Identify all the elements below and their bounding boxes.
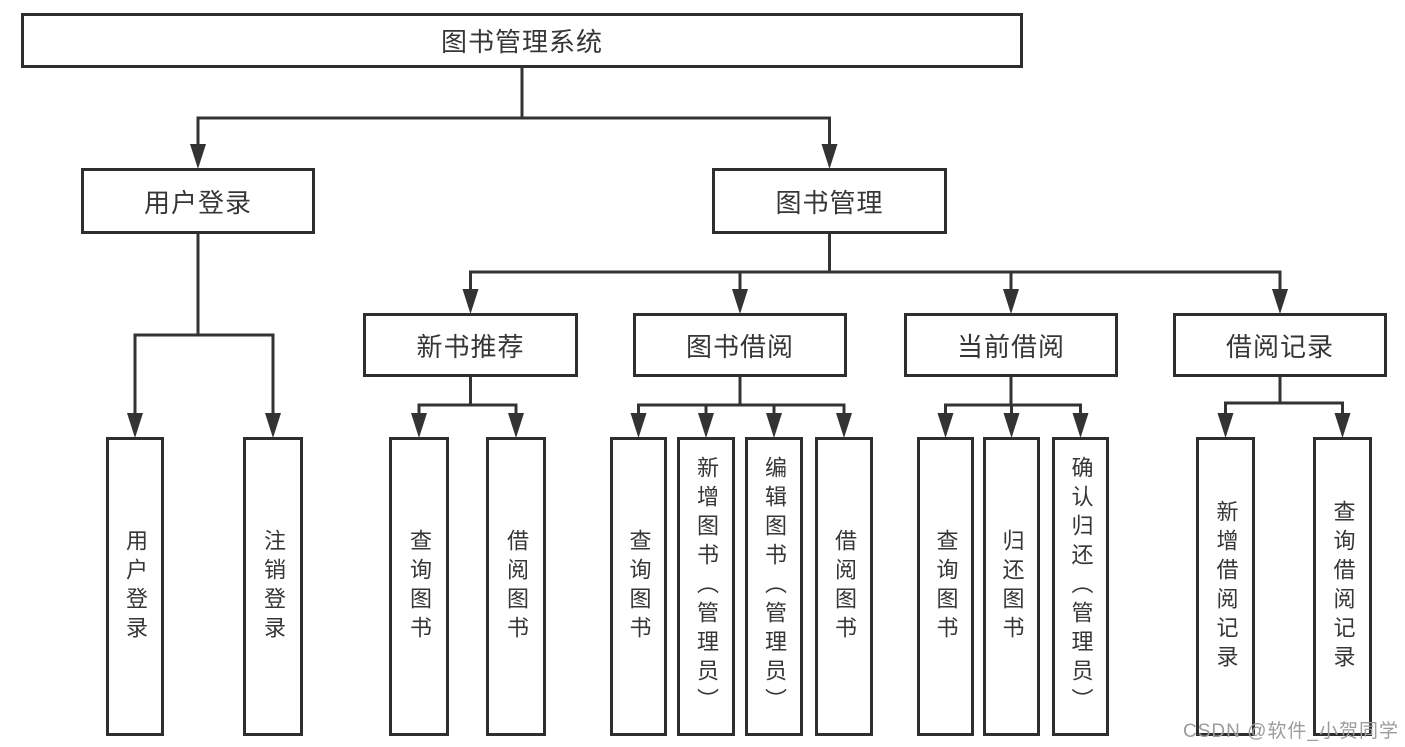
node-label: 借阅图书 [832,528,857,645]
node-leaf-logout: 注销登录 [243,437,303,736]
node-label: 新书推荐 [416,331,525,362]
node-user-login: 用户登录 [81,168,315,234]
node-label: 归还图书 [999,528,1025,645]
node-leaf-query-record: 查询借阅记录 [1313,437,1372,736]
node-book-borrow: 图书借阅 [633,313,847,377]
node-new-book-rec: 新书推荐 [363,313,578,377]
node-label: 图书管理 [775,187,884,218]
node-leaf-borrow-book-1: 借阅图书 [486,437,546,736]
node-label: 用户登录 [143,187,252,218]
node-current-borrow: 当前借阅 [904,313,1118,377]
node-leaf-add-book: 新增图书（管理员） [677,437,735,736]
node-label: 新增图书（管理员） [694,456,719,717]
node-leaf-query-book-1: 查询图书 [389,437,449,736]
node-leaf-query-book-3: 查询图书 [917,437,974,736]
node-label: 查询借阅记录 [1330,499,1356,674]
node-label: 图书借阅 [685,331,794,362]
node-leaf-edit-book: 编辑图书（管理员） [745,437,803,736]
watermark: CSDN @软件_小贺同学 [1183,721,1399,742]
node-leaf-return-book: 归还图书 [983,437,1040,736]
node-label: 注销登录 [261,528,286,645]
node-label: 图书管理系统 [440,27,603,57]
node-label: 查询图书 [933,528,959,645]
node-label: 用户登录 [123,528,148,645]
node-leaf-borrow-book-2: 借阅图书 [815,437,873,736]
node-label: 当前借阅 [956,331,1065,362]
node-label: 新增借阅记录 [1213,499,1239,674]
node-leaf-query-book-2: 查询图书 [610,437,667,736]
node-label: 确认归还（管理员） [1068,456,1094,717]
node-borrow-records: 借阅记录 [1173,313,1387,377]
node-leaf-user-login: 用户登录 [106,437,164,736]
node-book-mgmt: 图书管理 [712,168,947,234]
node-label: 借阅图书 [504,528,529,645]
node-label: 编辑图书（管理员） [762,456,787,717]
node-label: 借阅记录 [1225,331,1334,362]
node-leaf-add-record: 新增借阅记录 [1196,437,1255,736]
node-root: 图书管理系统 [21,13,1023,68]
node-label: 查询图书 [626,528,652,645]
node-leaf-confirm-return: 确认归还（管理员） [1052,437,1109,736]
node-label: 查询图书 [407,528,432,645]
